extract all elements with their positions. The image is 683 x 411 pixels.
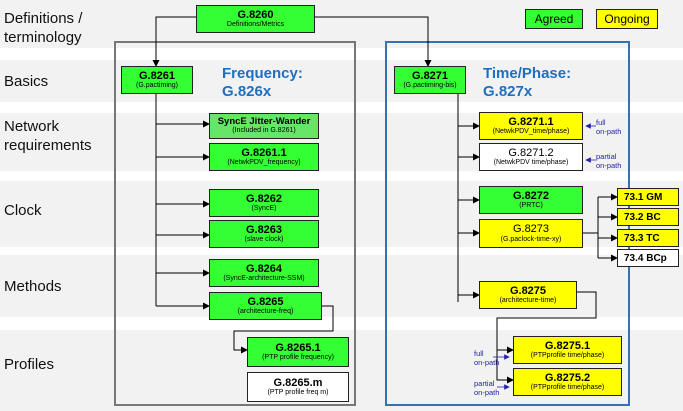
g8271-1-subtitle: (NetwkPDV_time/phase) (492, 128, 570, 136)
g8271-2-code: G.8271.2 (508, 146, 554, 159)
row-label-profiles: Profiles (4, 356, 55, 373)
g8265-box: G.8265 (architecture-freq) (209, 292, 322, 320)
g8261-1-code: G.8261.1 (241, 146, 287, 159)
g8271-code: G.8271 (411, 69, 449, 82)
g8275-1-subtitle: (PTPprofile time/phase) (530, 352, 605, 360)
g8265-1-box: G.8265.1 (PTP profile frequency) (247, 337, 349, 367)
g8272-code: G.8272 (512, 189, 550, 202)
g8260-box: G.8260 Definitions/Metrics (196, 5, 315, 33)
g8265-m-code: G.8265.m (273, 376, 323, 389)
row-label-definitions: Definitions / terminology (4, 10, 83, 46)
note-full-on-path-bottom: full on-path (474, 349, 500, 367)
row-label-clock: Clock (4, 202, 42, 219)
g8272-subtitle: (PRTC) (519, 202, 543, 210)
g8261-subtitle: (G.pactiming) (135, 82, 178, 90)
g8273-subtitle: (G.paclock-time-xy) (500, 235, 562, 243)
row-label-basics: Basics (4, 73, 49, 90)
g8261-box: G.8261 (G.pactiming) (121, 66, 193, 94)
g8261-1-box: G.8261.1 (NetwkPDV_frequency) (209, 143, 319, 171)
g8264-code: G.8264 (245, 262, 283, 275)
clock-part-73-4-bcp: 73.4 BCp (617, 249, 679, 267)
frequency-group-frame (114, 41, 356, 406)
g8275-2-code: G.8275.2 (544, 371, 591, 384)
synce-jitter-wander-subtitle: (Included in G.8261) (232, 127, 296, 135)
synce-jitter-wander-code: SyncE Jitter-Wander (217, 116, 311, 128)
g8275-1-box: G.8275.1 (PTPprofile time/phase) (513, 336, 622, 364)
g8271-subtitle: (G.pactiming-bis) (403, 82, 457, 90)
g8265-m-subtitle: (PTP profile freq m) (267, 389, 329, 397)
g8263-box: G.8263 (slave clock) (209, 220, 319, 248)
g8263-subtitle: (slave clock) (244, 236, 284, 244)
g8273-box: G.8273 (G.paclock-time-xy) (479, 219, 583, 248)
g8271-1-box: G.8271.1 (NetwkPDV_time/phase) (479, 112, 583, 140)
note-full-on-path-top: full on-path (596, 118, 622, 136)
g8271-1-code: G.8271.1 (508, 115, 554, 128)
legend-agreed: Agreed (525, 9, 583, 29)
g8271-box: G.8271 (G.pactiming-bis) (394, 66, 466, 94)
g8262-box: G.8262 (SyncE) (209, 189, 319, 217)
row-label-methods: Methods (4, 278, 62, 295)
row-band-basics (0, 60, 683, 102)
g8275-box: G.8275 (architecture-time) (479, 281, 577, 309)
g8273-code: G.8273 (512, 223, 550, 236)
time-phase-title: Time/Phase: G.827x (483, 65, 572, 100)
g8262-subtitle: (SyncE) (251, 205, 277, 213)
legend-ongoing: Ongoing (596, 9, 658, 29)
g8262-code: G.8262 (245, 192, 283, 205)
g8264-subtitle: (SyncE-architecture-SSM) (223, 275, 305, 283)
g8265-code: G.8265 (247, 295, 284, 308)
g8261-code: G.8261 (138, 69, 176, 82)
g8275-1-code: G.8275.1 (544, 339, 591, 352)
g8271-2-subtitle: (NetwkPDV time/phase) (493, 159, 569, 167)
clock-part-73-2-bc: 73.2 BC (617, 208, 679, 226)
g8275-2-subtitle: (PTPprofile time/phase) (530, 384, 605, 392)
g8265-1-code: G.8265.1 (275, 341, 321, 354)
g8272-box: G.8272 (PRTC) (479, 186, 583, 214)
g8264-box: G.8264 (SyncE-architecture-SSM) (209, 259, 319, 287)
note-partial-on-path-top: partial on-path (596, 152, 622, 170)
g8271-2-box: G.8271.2 (NetwkPDV time/phase) (479, 143, 583, 171)
row-label-network-requirements: Network requirements (4, 118, 92, 154)
g8265-1-subtitle: (PTP profile frequency) (262, 354, 334, 362)
frequency-title: Frequency: G.826x (222, 65, 303, 100)
g8275-code: G.8275 (509, 284, 547, 297)
g8275-subtitle: (architecture-time) (499, 297, 557, 305)
note-partial-on-path-bottom: partial on-path (474, 379, 500, 397)
clock-part-73-1-gm: 73.1 GM (617, 188, 679, 206)
synce-jitter-wander-box: SyncE Jitter-Wander (Included in G.8261) (209, 113, 319, 139)
g8260-subtitle: Definitions/Metrics (226, 21, 285, 29)
g8265-subtitle: (architecture-freq) (237, 308, 294, 316)
g8263-code: G.8263 (245, 223, 283, 236)
g8260-code: G.8260 (237, 8, 274, 21)
clock-part-73-3-tc: 73.3 TC (617, 229, 679, 247)
g8261-1-subtitle: (NetwkPDV_frequency) (227, 159, 301, 167)
g8265-m-box: G.8265.m (PTP profile freq m) (247, 372, 349, 402)
g8275-2-box: G.8275.2 (PTPprofile time/phase) (513, 368, 622, 396)
